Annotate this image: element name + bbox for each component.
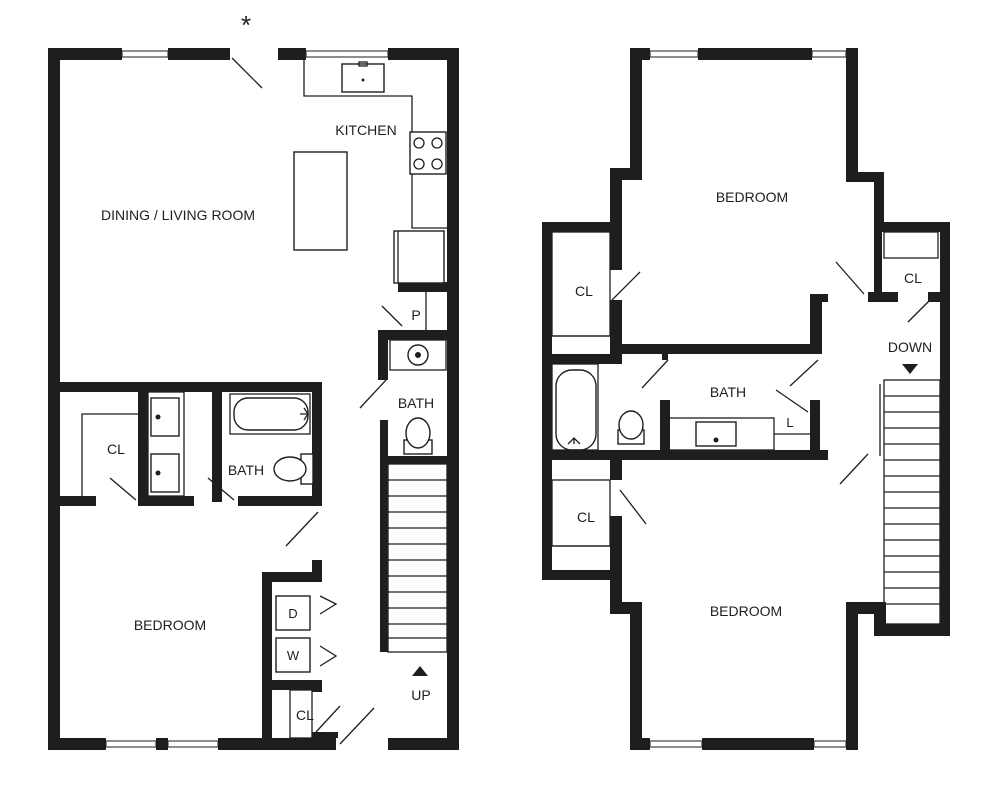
room-label-closet-left-top: CL [575, 283, 593, 299]
room-label-closet-left-bottom: CL [577, 509, 595, 525]
upper-floor-doors [611, 261, 935, 525]
room-label-bedroom: BEDROOM [134, 617, 206, 633]
refrigerator [393, 230, 445, 284]
second-bath-fixtures [147, 391, 314, 497]
ground-floor-plan: * DINING / LIVING ROOM KITCHEN P BATH BA… [48, 10, 459, 750]
room-label-bath-main: BATH [398, 395, 434, 411]
down-arrow-icon [902, 364, 918, 374]
kitchen-fixtures [293, 60, 447, 330]
up-arrow-icon [412, 666, 428, 676]
stairs-down [879, 364, 941, 625]
laundry-appliances [275, 595, 338, 673]
dryer [275, 595, 311, 631]
ground-floor-outer-walls [48, 48, 459, 750]
stairs-up [387, 463, 448, 676]
upper-floor-windows [649, 50, 847, 748]
ground-floor-doors [109, 57, 403, 745]
stairs-label-up: UP [411, 687, 430, 703]
upper-floor-fixtures [551, 231, 939, 547]
vanity-sink-2 [150, 453, 180, 493]
room-label-kitchen: KITCHEN [335, 122, 396, 138]
room-label-bedroom-bottom: BEDROOM [710, 603, 782, 619]
room-label-closet-right: CL [904, 270, 922, 286]
ground-floor-labels: * DINING / LIVING ROOM KITCHEN P BATH BA… [101, 10, 434, 723]
room-label-linen: L [786, 415, 793, 430]
upper-floor-outer-walls [542, 48, 950, 750]
appliance-label-washer: W [287, 648, 300, 663]
upper-floor-interior-walls [552, 230, 940, 580]
room-label-pantry: P [411, 307, 420, 323]
ground-floor-interior-walls [60, 282, 447, 738]
washer [275, 637, 311, 673]
upper-toilet [618, 410, 644, 440]
toilet-2 [273, 456, 307, 482]
main-bath-fixtures [389, 339, 447, 455]
vanity-sink-1 [150, 397, 180, 437]
appliance-label-dryer: D [288, 606, 297, 621]
bathtub [233, 397, 309, 431]
entry-marker: * [241, 10, 251, 40]
room-label-bedroom-top: BEDROOM [716, 189, 788, 205]
upper-bathtub [555, 369, 597, 451]
room-label-closet-bottom: CL [296, 707, 314, 723]
kitchen-island [293, 151, 348, 251]
room-label-closet-left: CL [107, 441, 125, 457]
toilet [405, 417, 431, 449]
upper-floor-plan: BEDROOM BEDROOM CL CL CL BATH L DOWN [542, 48, 950, 750]
kitchen-sink [341, 63, 385, 93]
ground-floor-windows [105, 50, 389, 748]
room-label-dining-living: DINING / LIVING ROOM [101, 207, 255, 223]
room-label-bath-second: BATH [228, 462, 264, 478]
upper-floor-labels: BEDROOM BEDROOM CL CL CL BATH L DOWN [575, 189, 932, 619]
room-label-upper-bath: BATH [710, 384, 746, 400]
stairs-label-down: DOWN [888, 339, 932, 355]
